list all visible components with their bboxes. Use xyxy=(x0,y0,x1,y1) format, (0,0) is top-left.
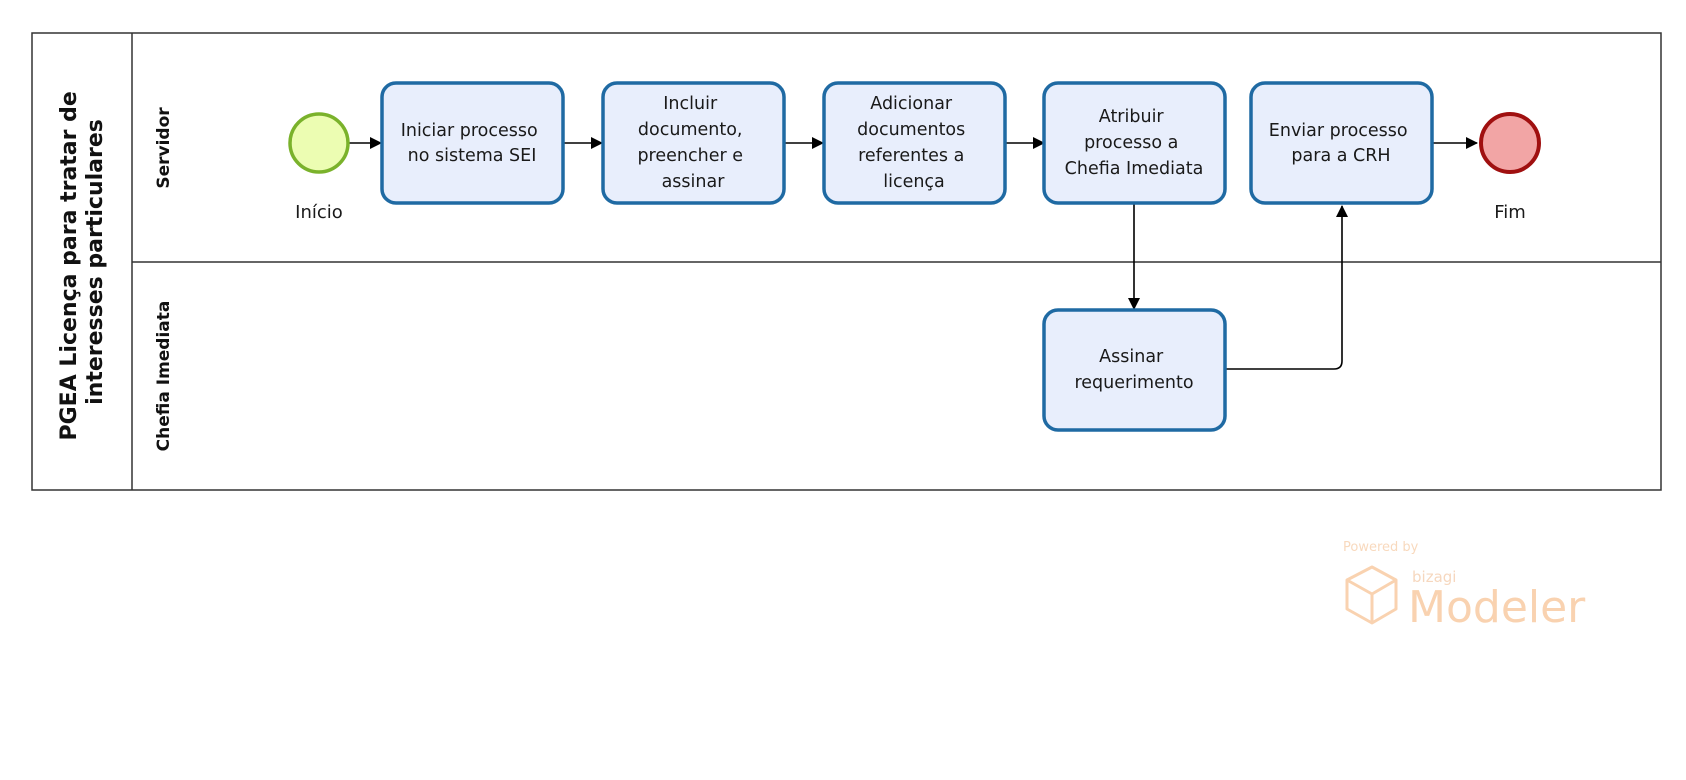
task-label-line: requerimento xyxy=(1074,373,1193,393)
task-label-line: Enviar processo xyxy=(1269,121,1408,141)
sequence-flows xyxy=(349,137,1478,370)
start-event[interactable]: Início xyxy=(288,112,350,223)
bizagi-watermark: Powered by bizagi Modeler xyxy=(1343,540,1586,633)
end-event-label: Fim xyxy=(1494,202,1526,223)
task-incluir-documento[interactable]: Incluir documento, preencher e assinar xyxy=(601,81,786,205)
task-box[interactable] xyxy=(1249,81,1434,205)
task-label-line: licença xyxy=(883,172,945,192)
task-label-line: Incluir xyxy=(663,94,718,114)
task-label: Incluir documento, preencher e assinar xyxy=(637,94,748,192)
task-label-line: no sistema SEI xyxy=(408,146,537,166)
task-label-line: Iniciar processo xyxy=(401,121,538,141)
task-box[interactable] xyxy=(822,81,1007,205)
pool-title-line-2: interesses particulares xyxy=(83,119,108,405)
task-label: Adicionar documentos referentes a licenç… xyxy=(857,94,971,192)
task-label-line: documentos xyxy=(857,120,965,140)
start-event-label: Início xyxy=(295,202,343,223)
task-label-line: referentes a xyxy=(858,146,964,166)
task-box[interactable] xyxy=(601,81,786,205)
flow-t6-to-t5 xyxy=(1225,205,1348,370)
task-label-line: Atribuir xyxy=(1099,107,1165,127)
watermark-product: Modeler xyxy=(1408,582,1586,633)
task-label-line: Chefia Imediata xyxy=(1065,159,1204,179)
watermark-brand: bizagi xyxy=(1412,568,1456,586)
lane-label-servidor: Servidor xyxy=(154,107,174,189)
task-atribuir-processo[interactable]: Atribuir processo a Chefia Imediata xyxy=(1042,81,1227,205)
task-enviar-processo[interactable]: Enviar processo para a CRH xyxy=(1249,81,1434,205)
pool-title: PGEA Licença para tratar de interesses p… xyxy=(57,84,108,441)
task-label: Atribuir processo a Chefia Imediata xyxy=(1065,107,1204,179)
task-label-line: processo a xyxy=(1084,133,1178,153)
task-box[interactable] xyxy=(1042,81,1227,205)
task-label: Iniciar processo no sistema SEI xyxy=(401,121,544,166)
task-label: Enviar processo para a CRH xyxy=(1269,121,1413,166)
lane-label-chefia-imediata: Chefia Imediata xyxy=(154,301,174,452)
task-assinar-requerimento[interactable]: Assinar requerimento xyxy=(1042,308,1227,432)
task-iniciar-processo[interactable]: Iniciar processo no sistema SEI xyxy=(380,81,565,205)
watermark-powered-by: Powered by xyxy=(1343,540,1419,555)
end-event[interactable]: Fim xyxy=(1479,112,1541,223)
task-label-line: Assinar xyxy=(1099,347,1164,367)
pool-title-line-1: PGEA Licença para tratar de xyxy=(57,91,82,440)
task-adicionar-documentos[interactable]: Adicionar documentos referentes a licenç… xyxy=(822,81,1007,205)
task-label-line: preencher e xyxy=(637,146,743,166)
task-label-line: documento, xyxy=(638,120,743,140)
task-label-line: Adicionar xyxy=(870,94,953,114)
task-label-line: para a CRH xyxy=(1291,146,1390,166)
task-box[interactable] xyxy=(1042,308,1227,432)
task-label: Assinar requerimento xyxy=(1074,347,1193,393)
bizagi-logo-icon xyxy=(1345,565,1398,625)
start-event-circle[interactable] xyxy=(288,112,350,174)
task-box[interactable] xyxy=(380,81,565,205)
end-event-circle[interactable] xyxy=(1479,112,1541,174)
task-label-line: assinar xyxy=(662,172,726,192)
